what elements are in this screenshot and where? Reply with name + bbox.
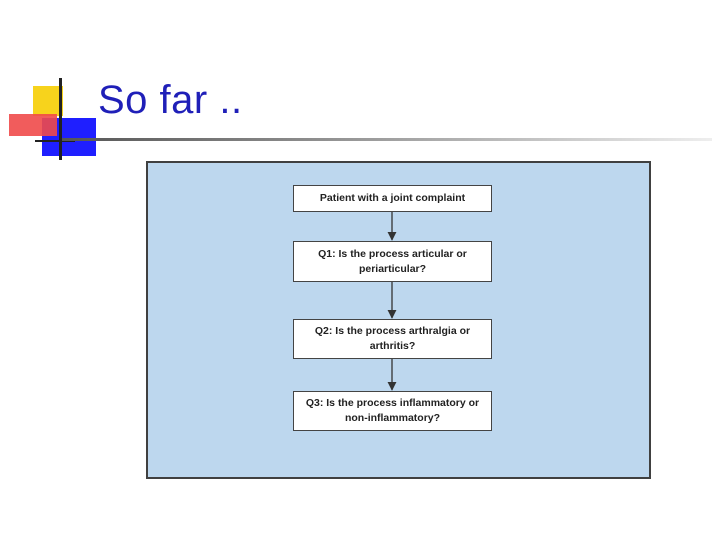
title-underline-rule [62, 138, 712, 141]
ornament-red-bar [9, 114, 57, 136]
slide-title: So far .. [98, 78, 243, 122]
ornament-yellow-square [33, 86, 63, 116]
flowchart-node-q3: Q3: Is the process inflammatory or non-i… [293, 391, 492, 431]
flowchart-node-q1: Q1: Is the process articular or periarti… [293, 241, 492, 282]
flowchart-panel: Patient with a joint complaint Q1: Is th… [146, 161, 651, 479]
flowchart-connectors [387, 212, 397, 391]
ornament-horizontal-line [35, 140, 75, 142]
flowchart-node-q2: Q2: Is the process arthralgia or arthrit… [293, 319, 492, 359]
flowchart-node-patient: Patient with a joint complaint [293, 185, 492, 212]
ornament-vertical-line [59, 78, 62, 160]
